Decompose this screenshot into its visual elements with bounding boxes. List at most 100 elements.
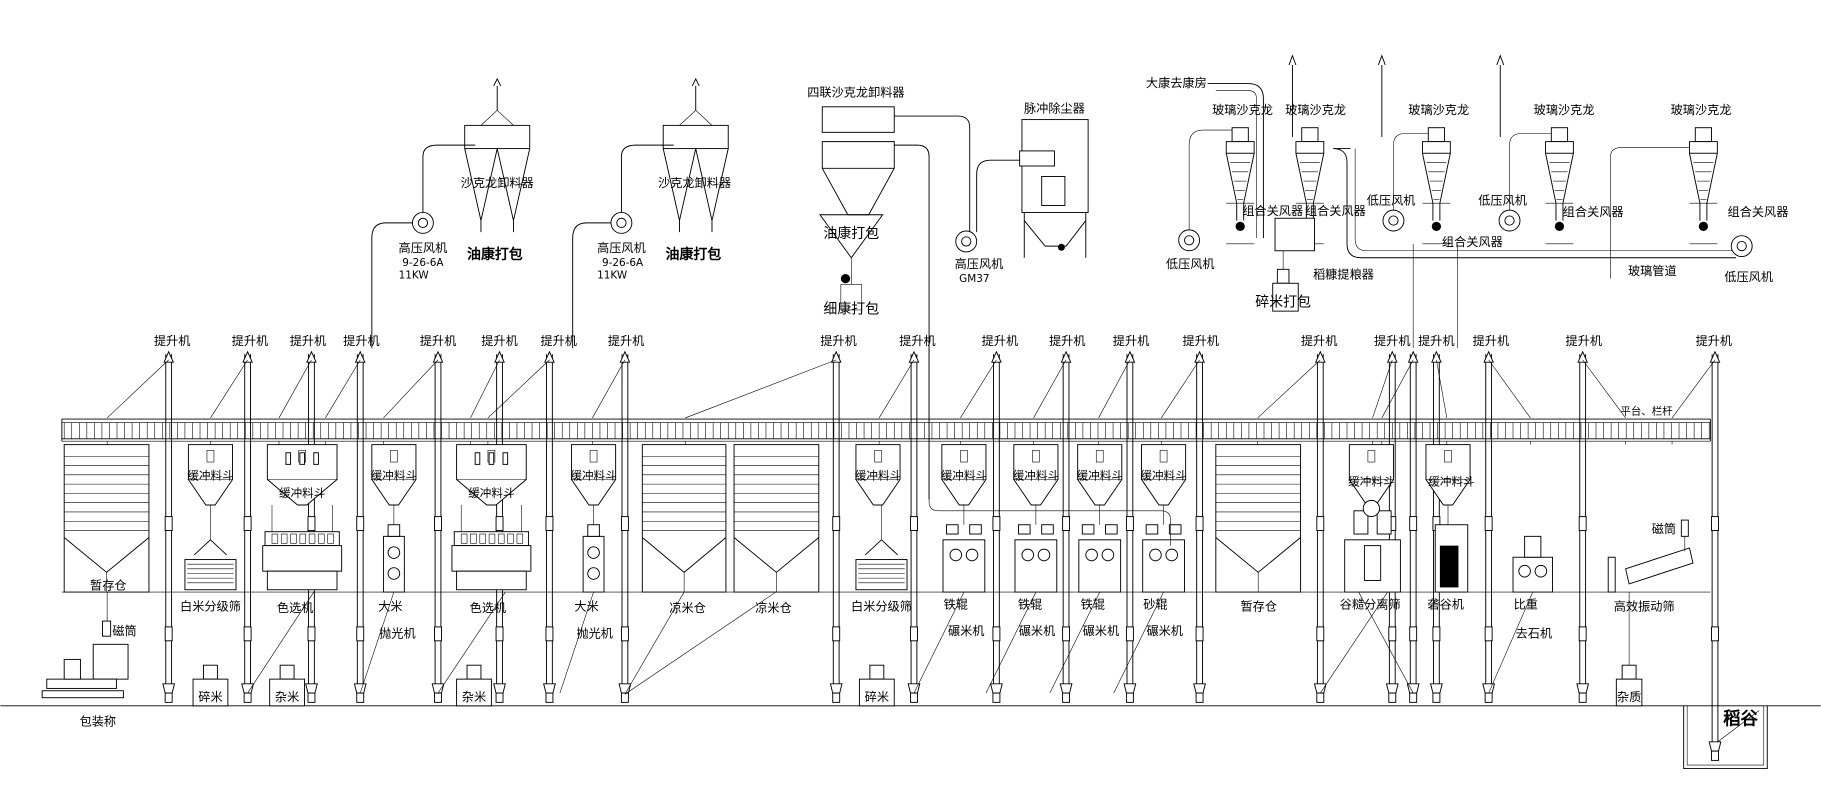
discharge-line — [437, 591, 506, 694]
lp-fan-label: 低压风机 — [1367, 193, 1416, 207]
hopper-window — [206, 450, 215, 463]
elevator-inspection-door — [1316, 516, 1325, 532]
rotary-valve — [840, 273, 851, 284]
elevator-head — [354, 350, 366, 363]
feed-split — [864, 539, 899, 556]
platform-label: 平台、栏杆 — [1620, 404, 1673, 417]
elevator-boot — [1385, 683, 1399, 694]
elevator-boot — [1708, 741, 1722, 752]
magnet-label: 磁筒 — [112, 623, 136, 638]
elevator-boot — [1576, 683, 1590, 694]
separator-body — [1353, 510, 1369, 535]
bran-cone — [819, 214, 884, 259]
lp-fan-hub — [1736, 241, 1747, 252]
cooling-bin-label: 凉米仓 — [755, 600, 792, 615]
arrow-icon — [691, 77, 700, 87]
bin-cone — [63, 537, 150, 573]
cyclone-cone — [464, 148, 531, 233]
glass-cyclone-label: 玻璃沙克龙 — [1212, 103, 1273, 117]
mixed-rice-label: 杂米 — [462, 690, 486, 704]
cyclone-cone — [662, 148, 729, 233]
elevator-head — [1314, 350, 1326, 363]
airlock-label: 组合关风器 — [1728, 204, 1789, 219]
polisher-label-1: 大米 — [378, 600, 402, 614]
elevator-discharge-pipe — [383, 359, 439, 419]
sorter-feed-slot — [313, 452, 319, 465]
whitener-roll — [1165, 548, 1178, 562]
glass-cyclone — [1545, 141, 1574, 154]
elevator-label: 提升机 — [290, 333, 327, 348]
elevator-discharge-pipe — [1372, 359, 1393, 419]
hopper-window — [874, 450, 882, 463]
whitener-inlet — [1041, 524, 1054, 535]
buffer-hopper-label: 缓冲料斗 — [855, 468, 901, 482]
separator-body — [1376, 510, 1392, 535]
elevator-head — [1577, 350, 1589, 363]
color-sorter-label: 色选机 — [470, 601, 507, 615]
glass-cyclone-top — [1427, 127, 1445, 143]
elevator-inspection-door — [1432, 626, 1441, 642]
elevator-boot — [1482, 683, 1496, 694]
hopper-cone — [188, 479, 233, 506]
hp-fan-label: 高压风机 — [955, 256, 1004, 271]
elevator-label: 提升机 — [1113, 333, 1150, 348]
broken-rice-bagging-label: 碎米打包 — [1255, 293, 1311, 310]
discharge-line — [1049, 591, 1100, 694]
lp-fan-hub — [1388, 215, 1399, 226]
white-rice-grader — [855, 559, 908, 591]
cyclone-unloader-label: 沙克龙卸料器 — [461, 175, 534, 190]
rice-whitener — [1078, 539, 1122, 593]
exhaust-hood — [480, 109, 514, 126]
elevator-boot — [1429, 683, 1443, 694]
whitener-roll — [1149, 548, 1162, 562]
hopper-window — [1032, 450, 1040, 463]
discharge-line — [359, 591, 395, 694]
husk-separator-label: 稻糠提粮器 — [1313, 267, 1374, 282]
buffer-hopper-label: 缓冲料斗 — [1013, 468, 1059, 482]
elevator-label: 提升机 — [820, 333, 857, 348]
glass-cyclone-cone — [1422, 153, 1451, 221]
elevator-inspection-door — [1484, 516, 1493, 532]
elevator-inspection-door — [545, 516, 554, 532]
elevator-discharge-pipe — [1257, 359, 1321, 419]
elevator-head — [432, 350, 444, 363]
hopper-cone — [1077, 479, 1123, 506]
rotary-valve — [1057, 243, 1065, 251]
sorter-channel — [470, 533, 477, 544]
elevator-inspection-door — [832, 626, 841, 642]
elevator-head — [1386, 350, 1398, 363]
elevator-discharge-pipe — [1033, 359, 1067, 419]
sorter-channel — [488, 533, 496, 544]
bran-bagging-label: 油康打包 — [823, 225, 879, 242]
air-pipe — [572, 222, 611, 349]
elevator-discharge-pipe — [1381, 359, 1414, 419]
polisher-label-2: 抛光机 — [576, 625, 613, 640]
buffer-hopper-label: 缓冲料斗 — [1077, 468, 1123, 482]
hopper-window — [1095, 450, 1104, 463]
hopper-cone — [456, 479, 527, 506]
discharge-line — [247, 591, 315, 694]
whitener-label: 碾米机 — [948, 624, 985, 638]
elevator-discharge-pipe — [1582, 359, 1626, 419]
elevator-label: 提升机 — [481, 333, 518, 348]
polisher-roll — [387, 567, 401, 580]
elevator-head — [494, 350, 505, 363]
sorter-channel — [507, 533, 514, 544]
sorter-feed-slot — [299, 452, 305, 465]
sorter-channel — [271, 533, 279, 544]
bran-bagging-label: 油康打包 — [467, 246, 523, 263]
magnet-tube — [1680, 519, 1689, 537]
glass-pipe-label: 玻璃管道 — [1628, 263, 1677, 278]
air-pipe — [976, 159, 1022, 233]
elevator-head — [1407, 350, 1419, 363]
destoner-label-2: 去石机 — [1516, 626, 1553, 640]
iron-roll-label: 铁辊 — [1081, 597, 1105, 611]
sorter-channel — [327, 533, 334, 544]
exhaust-hood — [679, 109, 713, 126]
four-cyclone-body — [821, 141, 895, 216]
husker-grid — [1439, 545, 1459, 588]
whitener-roll — [1037, 548, 1051, 562]
elevator-inspection-door — [1409, 626, 1418, 642]
elevator-label: 提升机 — [154, 333, 191, 348]
hp-fan-hub — [961, 236, 972, 247]
